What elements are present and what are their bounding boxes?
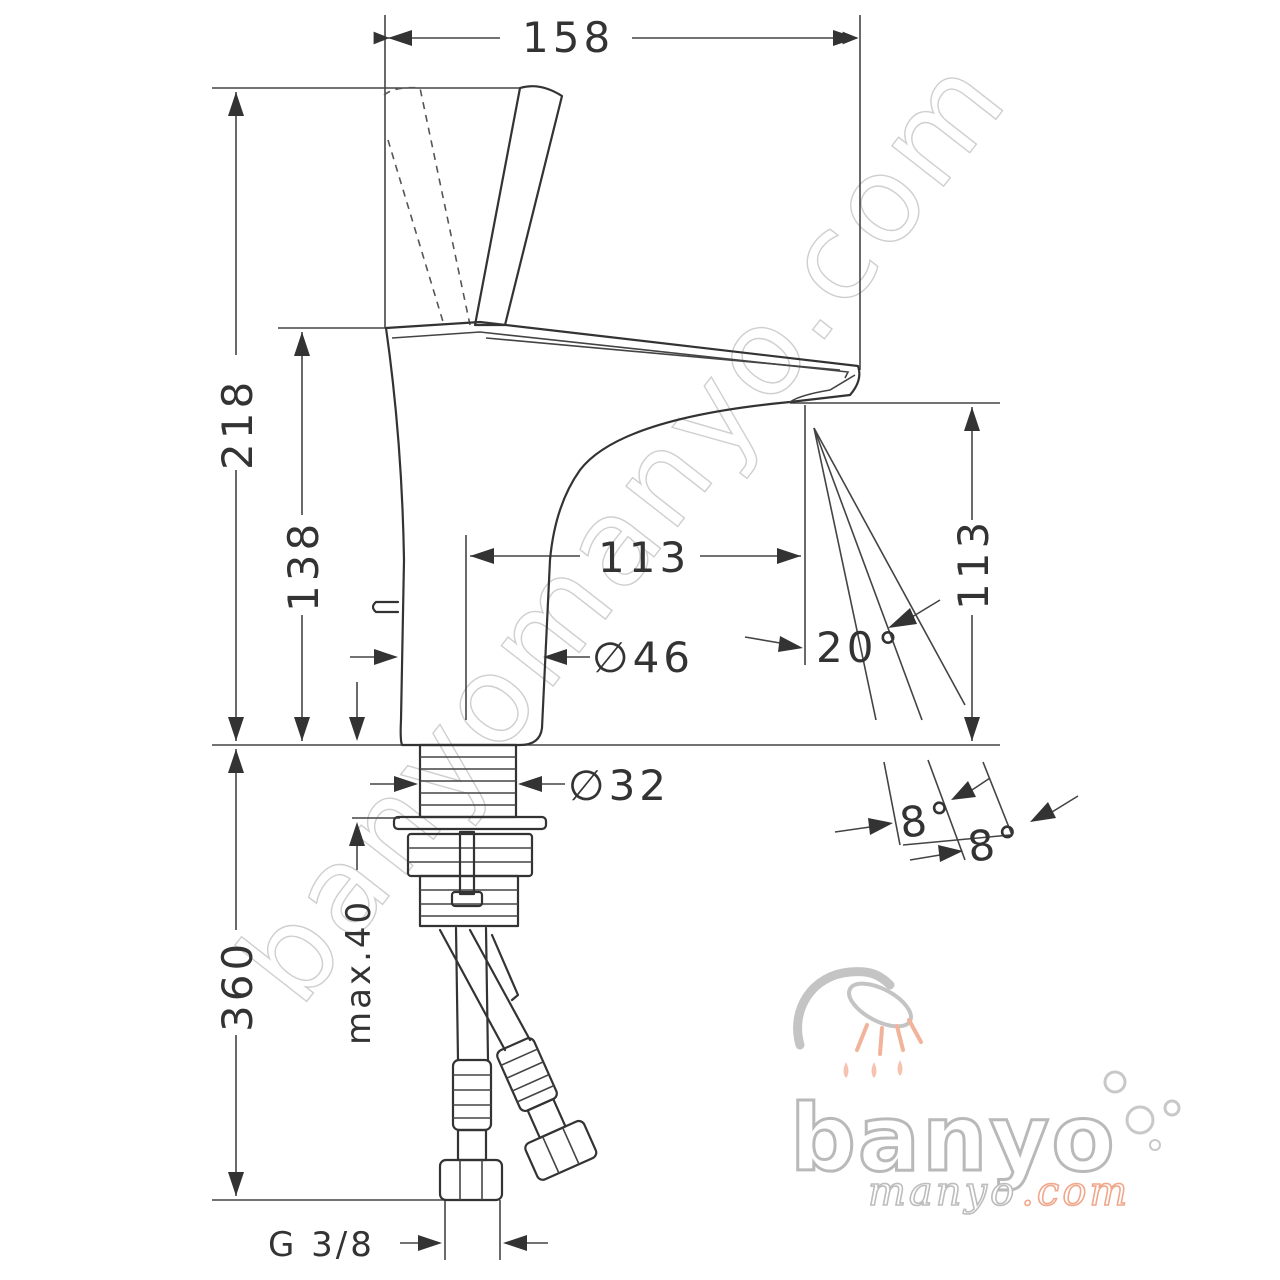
dimension-spray-8a: 8° bbox=[834, 777, 991, 848]
logo-manyo-text: manyo bbox=[868, 1169, 1017, 1215]
dimension-max-thickness: max.40 bbox=[339, 817, 400, 1045]
faucet-lever bbox=[383, 85, 564, 327]
dim-max40-label: max.40 bbox=[339, 899, 379, 1045]
dimension-shank-diameter: ∅32 bbox=[370, 761, 670, 810]
dimension-spray-8b: 8° bbox=[909, 795, 1079, 872]
watermark-logo: banyo manyo .com bbox=[789, 967, 1181, 1216]
dim-g38-label: G 3/8 bbox=[268, 1225, 375, 1265]
logo-subline: manyo .com bbox=[868, 1169, 1130, 1215]
dimension-lever-offset bbox=[349, 682, 365, 741]
logo-com-text: .com bbox=[1021, 1169, 1130, 1215]
dim-8deg-a-label: 8° bbox=[897, 792, 959, 848]
shower-head-icon bbox=[793, 967, 923, 1078]
dimension-body-diameter: ∅46 bbox=[350, 633, 694, 682]
dim-218-label: 218 bbox=[213, 378, 262, 470]
dim-46-label: ∅46 bbox=[592, 633, 694, 682]
dimension-total-height: 218 bbox=[213, 92, 262, 741]
dimension-spout-height: 113 bbox=[949, 407, 998, 741]
dimension-spout-reach: 113 bbox=[470, 533, 801, 582]
dimension-body-height: 138 bbox=[279, 332, 328, 741]
dimension-connection-thread: G 3/8 bbox=[268, 1225, 548, 1265]
dim-113-vertical-label: 113 bbox=[949, 518, 998, 610]
dim-158-label: 158 bbox=[522, 13, 614, 62]
dim-20deg-label: 20° bbox=[816, 623, 902, 672]
drain-pull-rod bbox=[371, 600, 400, 614]
dim-138-label: 138 bbox=[279, 520, 328, 612]
dim-113-horizontal-label: 113 bbox=[598, 533, 690, 582]
faucet-body bbox=[384, 320, 861, 747]
dim-8deg-b-label: 8° bbox=[965, 816, 1027, 872]
dim-32-label: ∅32 bbox=[568, 761, 670, 810]
dimension-total-width: 158 bbox=[373, 13, 859, 62]
faucet-shank bbox=[392, 743, 548, 928]
dim-360-label: 360 bbox=[213, 940, 262, 1032]
supply-hoses bbox=[438, 926, 598, 1202]
dimension-under-counter: 360 bbox=[213, 749, 262, 1196]
watermark-diagonal: banyomanyo.com bbox=[213, 30, 1037, 1029]
spray-pattern bbox=[813, 427, 1013, 861]
logo-bubbles bbox=[1103, 1070, 1181, 1151]
reference-lines bbox=[212, 15, 1000, 1260]
watermark-diagonal-text: banyomanyo.com bbox=[213, 30, 1035, 1028]
dimension-spray-20: 20° bbox=[744, 599, 941, 672]
logo-banyo-text: banyo bbox=[790, 1085, 1117, 1192]
